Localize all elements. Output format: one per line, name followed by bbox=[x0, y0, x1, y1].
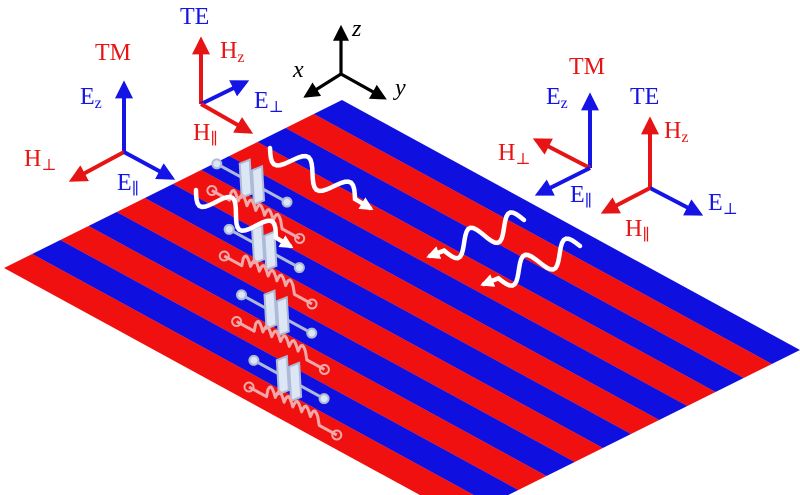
y-axis-arrow bbox=[340, 72, 387, 100]
stripe-red bbox=[229, 142, 716, 406]
right-hpar-arrow bbox=[600, 186, 651, 214]
right-hperp-label: H⊥ bbox=[498, 140, 530, 168]
right-tm-field-triad: TM Ez H⊥ E∥ bbox=[498, 54, 605, 210]
left-tm-title: TM bbox=[95, 40, 131, 66]
left-hperp-label: H⊥ bbox=[24, 146, 56, 174]
right-epar-arrow bbox=[534, 166, 591, 196]
stripe-blue bbox=[201, 156, 688, 420]
left-eperp-label: E⊥ bbox=[254, 88, 284, 116]
coordinate-axes: z x y bbox=[292, 16, 406, 101]
right-te-field-triad: TE Hz E⊥ H∥ bbox=[600, 84, 738, 244]
left-hpar-label: H∥ bbox=[193, 120, 218, 148]
right-ez-label: Ez bbox=[546, 84, 568, 112]
left-epar-arrow bbox=[123, 150, 176, 180]
capacitor-icon bbox=[223, 223, 305, 274]
left-ez-label: Ez bbox=[80, 84, 102, 112]
x-axis-label: x bbox=[292, 57, 304, 83]
left-te-title: TE bbox=[180, 4, 209, 30]
right-eperp-arrow bbox=[649, 186, 704, 216]
right-epar-label: E∥ bbox=[570, 182, 592, 210]
left-te-field-triad: TE Hz E⊥ H∥ bbox=[180, 4, 284, 148]
inductor-icon bbox=[218, 250, 318, 310]
left-eperp-arrow bbox=[200, 80, 250, 106]
left-epar-label: E∥ bbox=[117, 170, 139, 198]
striped-metasurface bbox=[4, 100, 800, 495]
stripe-blue bbox=[257, 128, 744, 392]
stripe-red bbox=[60, 226, 547, 490]
left-tm-field-triad: TM Ez H⊥ E∥ bbox=[24, 40, 176, 198]
right-hpar-label: H∥ bbox=[625, 216, 650, 244]
z-axis-label: z bbox=[351, 16, 362, 42]
wavy-arrow-icon bbox=[267, 145, 374, 211]
capacitor-icon bbox=[248, 354, 330, 405]
wavy-arrow-icon bbox=[480, 236, 583, 288]
right-tm-title: TM bbox=[569, 54, 605, 80]
stripe-red bbox=[285, 114, 772, 378]
wavy-arrow-icon bbox=[426, 210, 527, 261]
surface-waves bbox=[193, 145, 583, 288]
right-te-title: TE bbox=[630, 84, 659, 110]
right-hperp-arrow bbox=[532, 138, 591, 170]
wavy-arrow-icon bbox=[193, 187, 294, 249]
right-eperp-label: E⊥ bbox=[708, 190, 738, 218]
inductor-icon bbox=[243, 381, 343, 441]
left-hperp-arrow bbox=[68, 150, 125, 182]
stripe-blue bbox=[88, 212, 575, 476]
stripe-red bbox=[4, 254, 474, 495]
y-axis-label: y bbox=[393, 75, 406, 101]
inductor-icon bbox=[231, 316, 330, 375]
left-hpar-arrow bbox=[200, 102, 254, 134]
stripe-blue bbox=[313, 100, 800, 364]
capacitor-icon bbox=[211, 158, 293, 208]
stripe-blue bbox=[32, 240, 519, 495]
right-hz-label: Hz bbox=[664, 118, 688, 146]
x-axis-arrow bbox=[303, 72, 342, 98]
capacitor-icon bbox=[236, 289, 318, 339]
left-hz-label: Hz bbox=[220, 38, 244, 66]
